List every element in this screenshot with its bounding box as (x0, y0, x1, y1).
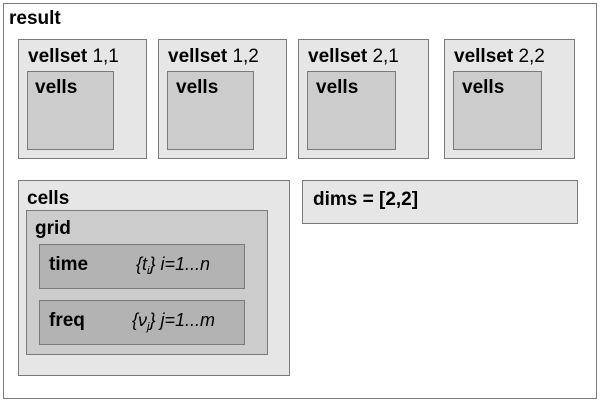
time-formula: {ti} i=1...n (136, 254, 211, 277)
time-box (39, 244, 245, 289)
vellset-title-2-2: vellset 2,2 (454, 46, 545, 67)
result-title: result (9, 8, 61, 29)
vells-box-1-2 (167, 71, 254, 150)
dims-label: dims = [2,2] (313, 189, 419, 210)
time-label: time (49, 254, 89, 275)
vells-label-1-2: vells (176, 77, 219, 98)
vells-box-1-1 (27, 71, 114, 150)
dims-box (302, 180, 578, 224)
vells-label-2-1: vells (316, 77, 359, 98)
vells-box-2-2 (453, 71, 542, 150)
vells-label-2-2: vells (462, 77, 505, 98)
vellset-title-2-1: vellset 2,1 (308, 46, 399, 67)
freq-formula: {νj} j=1...m (132, 310, 216, 333)
grid-title: grid (35, 218, 71, 239)
cells-title: cells (27, 188, 70, 209)
vells-label-1-1: vells (35, 77, 78, 98)
vellset-title-1-2: vellset 1,2 (168, 46, 259, 67)
vells-box-2-1 (307, 71, 396, 150)
freq-label: freq (49, 310, 85, 331)
vellset-title-1-1: vellset 1,1 (28, 46, 119, 67)
freq-box (39, 300, 245, 345)
